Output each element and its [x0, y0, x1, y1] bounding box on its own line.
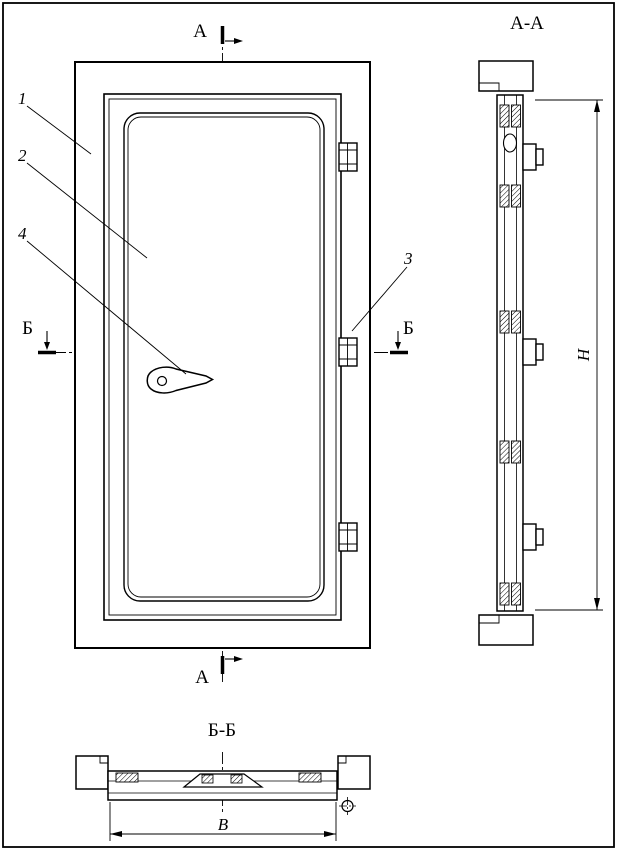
cut-label-a-bottom: А	[195, 667, 209, 688]
section-aa-view: А-А	[478, 13, 603, 646]
aa-hinge-top	[522, 143, 544, 171]
gasket-section	[511, 582, 521, 606]
handle-lever	[146, 366, 215, 394]
door-leaf-outline	[103, 93, 342, 621]
callout-4: 4	[18, 224, 27, 243]
door-panel-inner-line	[127, 116, 321, 598]
cut-label-b-left: Б	[22, 318, 33, 339]
gasket-section	[499, 104, 510, 128]
gasket-section	[499, 184, 510, 208]
aa-hinge-barrel	[502, 133, 518, 153]
bb-bolt	[339, 797, 356, 815]
gasket-section	[115, 772, 139, 783]
gasket-section	[230, 774, 243, 784]
leader-4	[26, 240, 187, 375]
door-panel-outline	[123, 112, 325, 602]
hinge-bottom	[338, 522, 358, 552]
dim-width-label: В	[218, 815, 229, 834]
gasket-section	[499, 310, 510, 334]
gasket-section	[511, 104, 521, 128]
dim-height-label: Н	[574, 347, 593, 362]
leader-1	[26, 105, 92, 155]
cut-mark-a-top: А	[193, 21, 243, 44]
section-bb-title: Б-Б	[208, 720, 236, 741]
dimension-width: В	[109, 802, 337, 841]
handle-hub	[156, 375, 168, 387]
bb-frame-right	[337, 755, 371, 790]
callout-1: 1	[18, 89, 27, 108]
bb-frame-left	[75, 755, 109, 790]
section-aa-title: А-А	[510, 13, 544, 34]
hinge-middle	[338, 337, 358, 367]
aa-frame-bottom	[478, 614, 534, 646]
callouts: 1 2 4 3	[18, 89, 413, 375]
cut-mark-b-left: Б	[22, 318, 56, 355]
front-view: А А Б Б	[18, 21, 414, 688]
gasket-section	[499, 582, 510, 606]
door-leaf-inner-line	[108, 98, 337, 616]
gasket-section	[511, 440, 521, 464]
aa-door-strip	[496, 94, 524, 612]
section-bb-view: Б-Б	[75, 720, 371, 841]
cut-label-a-top: А	[193, 21, 207, 42]
aa-hinge-middle	[522, 338, 544, 366]
leader-3	[351, 266, 408, 332]
gasket-section	[511, 184, 521, 208]
cut-label-b-right: Б	[403, 318, 414, 339]
leader-2	[26, 162, 148, 259]
cut-mark-b-right: Б	[390, 318, 414, 355]
aa-hinge-bottom	[522, 523, 544, 551]
aa-gaskets	[499, 104, 521, 606]
hinge-top	[338, 142, 358, 172]
door-handle	[146, 366, 215, 394]
gasket-section	[511, 310, 521, 334]
callout-3: 3	[403, 249, 413, 268]
gasket-section	[298, 772, 322, 783]
aa-frame-top	[478, 60, 534, 92]
gasket-section	[499, 440, 510, 464]
gasket-section	[201, 774, 214, 784]
bb-handle-housing	[182, 773, 264, 788]
dimension-height: Н	[535, 99, 603, 611]
callout-2: 2	[18, 146, 27, 165]
cut-mark-a-bottom: А	[195, 656, 243, 688]
